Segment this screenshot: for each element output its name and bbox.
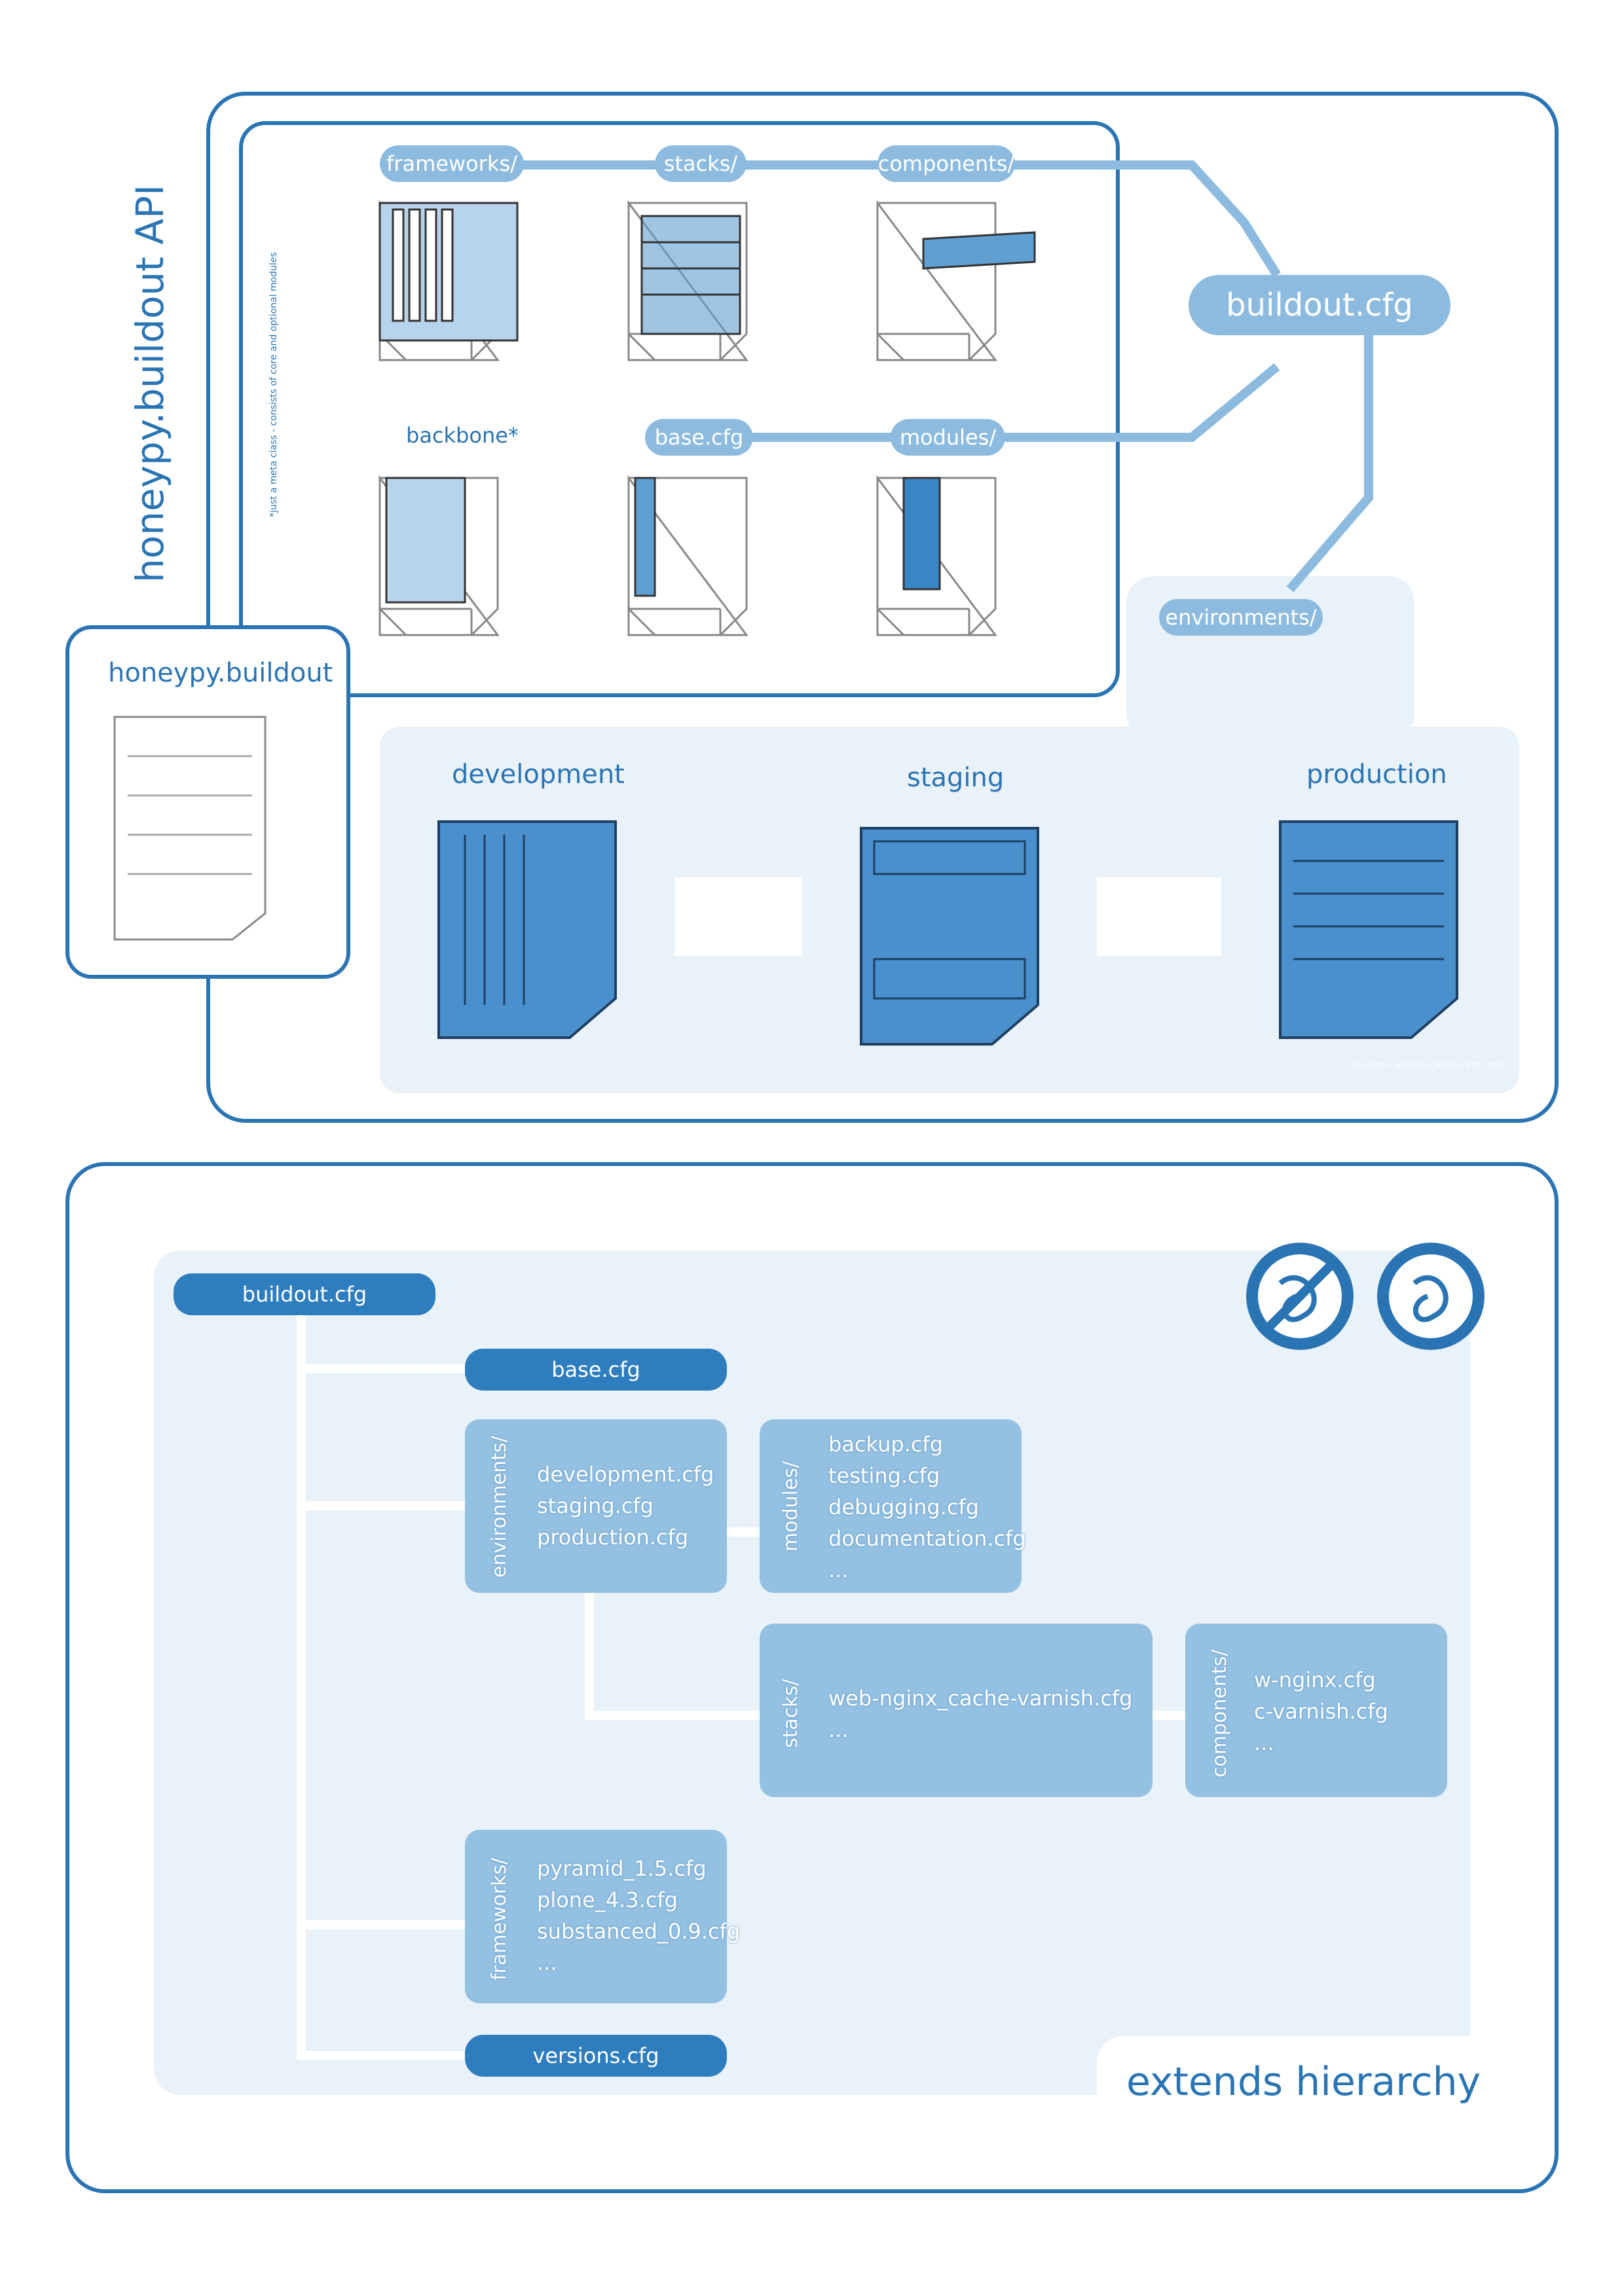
arrow-staging-dev-back	[681, 943, 773, 1061]
frameworks-box[interactable]	[465, 1830, 727, 2003]
modules-file-5[interactable]: ...	[828, 1558, 849, 1582]
production-cabinet	[1279, 820, 1458, 1039]
extends-title: extends hierarchy	[1126, 2059, 1481, 2105]
stacks-cabinet	[627, 202, 748, 361]
modules-file-4[interactable]: documentation.cfg	[828, 1526, 1026, 1551]
arrow-dev-staging-fwd	[681, 759, 773, 877]
base-cabinet	[627, 477, 748, 636]
connector-modules-to-buildout	[720, 363, 1280, 442]
connector-to-buildout	[1008, 160, 1281, 278]
environments-box[interactable]	[465, 1419, 727, 1593]
arrow-prod-staging-back	[1100, 943, 1192, 1061]
staging-label: staging	[907, 763, 1005, 793]
frameworks-file-2[interactable]: plone_4.3.cfg	[537, 1887, 678, 1912]
components-box[interactable]	[1185, 1624, 1447, 1797]
environments-file-1[interactable]: development.cfg	[537, 1462, 714, 1487]
stacks-pill[interactable]: stacks/	[655, 145, 747, 182]
components-cabinet	[876, 202, 1036, 361]
backbone-cabinet	[378, 477, 499, 636]
buildout-cfg-pill[interactable]: buildout.cfg	[1189, 275, 1450, 335]
production-label: production	[1306, 759, 1447, 790]
development-cabinet	[437, 820, 617, 1039]
components-pill[interactable]: components/	[877, 145, 1015, 182]
components-file-2[interactable]: c-varnish.cfg	[1254, 1699, 1388, 1724]
development-label: development	[452, 759, 625, 790]
gap-dev-staging	[671, 877, 802, 956]
versions-cfg-node[interactable]: versions.cfg	[465, 2035, 727, 2077]
components-file-3[interactable]: ...	[1254, 1730, 1274, 1755]
extends-title-cutout	[1097, 2036, 1470, 2108]
modules-cabinet	[876, 477, 997, 636]
stacks-file-1[interactable]: web-nginx_cache-varnish.cfg	[828, 1686, 1133, 1711]
modules-file-3[interactable]: debugging.cfg	[828, 1495, 980, 1520]
honeypy-buildout-label: honeypy.buildout	[108, 658, 333, 688]
frameworks-pill[interactable]: frameworks/	[380, 145, 524, 182]
backbone-label: backbone*	[406, 423, 519, 448]
frameworks-file-3[interactable]: substanced_0.9.cfg	[537, 1919, 741, 1944]
stacks-file-2[interactable]: ...	[828, 1717, 849, 1742]
modules-box[interactable]	[760, 1419, 1022, 1593]
base-cfg-node[interactable]: base.cfg	[465, 1349, 727, 1391]
modules-file-1[interactable]: backup.cfg	[828, 1432, 943, 1457]
buildout-cfg-root[interactable]: buildout.cfg	[174, 1273, 435, 1315]
modules-file-2[interactable]: testing.cfg	[828, 1463, 940, 1488]
staging-cabinet	[860, 827, 1039, 1046]
copyright-text: Copyright - Jens Klein, Jensens, ZDE, 20…	[1352, 1061, 1505, 1069]
frameworks-file-4[interactable]: ...	[537, 1950, 557, 1975]
knot-icon	[1377, 1243, 1485, 1350]
modules-pill[interactable]: modules/	[891, 419, 1005, 456]
stacks-box[interactable]	[760, 1624, 1153, 1797]
frameworks-cabinet	[378, 202, 519, 361]
connector-buildout-to-envs	[1286, 308, 1373, 592]
environments-file-2[interactable]: staging.cfg	[537, 1493, 654, 1518]
environments-file-3[interactable]: production.cfg	[537, 1525, 689, 1550]
components-file-1[interactable]: w-nginx.cfg	[1254, 1667, 1376, 1692]
environments-pill[interactable]: environments/	[1159, 599, 1323, 636]
frameworks-file-1[interactable]: pyramid_1.5.cfg	[537, 1856, 707, 1881]
base-cfg-pill[interactable]: base.cfg	[645, 419, 753, 456]
honeypy-cabinet	[113, 716, 267, 941]
no-knot-icon	[1246, 1243, 1354, 1350]
gap-staging-prod	[1090, 877, 1221, 956]
arrow-staging-prod-fwd	[1100, 759, 1192, 877]
